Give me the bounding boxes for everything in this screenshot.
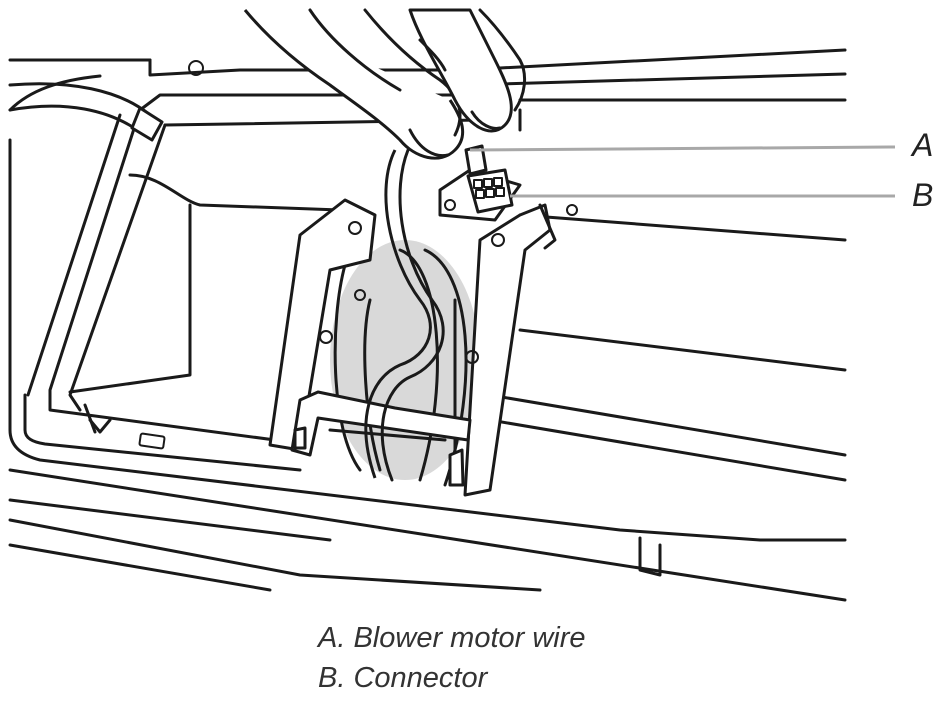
hand xyxy=(243,8,527,160)
leader-line-a xyxy=(469,145,896,152)
connector xyxy=(464,144,514,214)
blower-motor-wire xyxy=(364,148,445,482)
blower-assembly xyxy=(268,168,578,497)
drain-hose xyxy=(8,82,164,142)
callout-a: A xyxy=(910,127,933,163)
appliance-housing xyxy=(8,48,847,602)
legend-item-b: B. Connector xyxy=(318,662,488,694)
legend-item-a: A. Blower motor wire xyxy=(318,622,586,654)
callout-b: B xyxy=(912,177,933,213)
